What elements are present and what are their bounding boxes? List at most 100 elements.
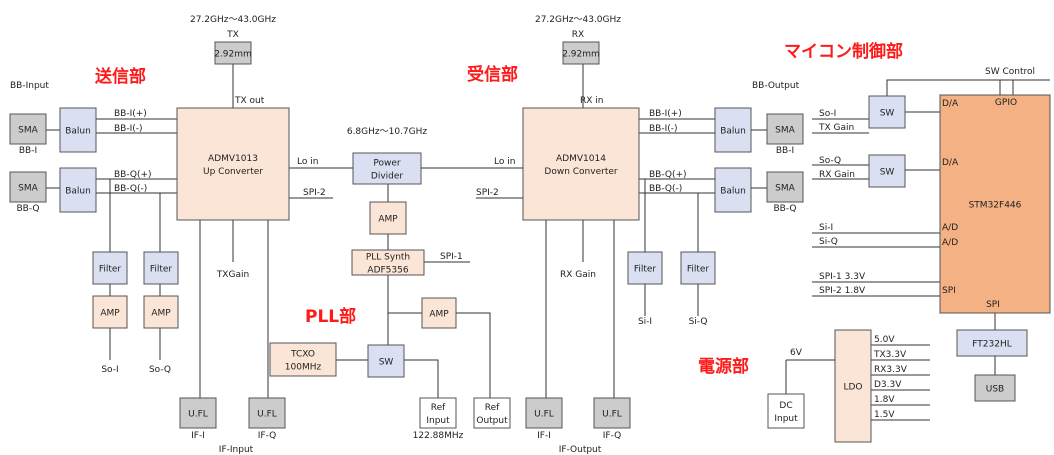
admv1013-label: Up Converter: [203, 167, 263, 177]
labels-layer: 送信部受信部マイコン制御部PLL部電源部27.2GHz〜43.0GHzTX27.…: [10, 15, 1035, 455]
if-output-label: IF-Output: [559, 445, 602, 455]
if-input-label: IF-Input: [219, 445, 254, 455]
da-label-1: D/A: [942, 99, 959, 109]
ref-output-box: [473, 397, 511, 429]
rx-freq-label: 27.2GHz〜43.0GHz: [535, 15, 621, 25]
balun-rx-i-label: Balun: [720, 127, 746, 137]
amp-ref-box: [421, 297, 457, 329]
sw-so-i: SW: [868, 95, 906, 129]
filter-tx-q: Filter: [143, 251, 179, 285]
sma-out-i-label: SMA: [775, 126, 795, 136]
filter-tx-i: Filter: [92, 251, 128, 285]
bb-i-out-label: BB-I: [776, 146, 794, 156]
admv1013-label: ADMV1013: [208, 154, 258, 164]
so-i-label: So-I: [101, 365, 118, 375]
spi-mcu-label: SPI: [942, 286, 956, 296]
lo-in-rx-label: Lo in: [494, 157, 515, 167]
rx-connector: 2.92mm: [562, 41, 600, 65]
admv1014-box: [522, 107, 640, 221]
rx-in-label: RX in: [580, 96, 603, 106]
ufl-if-q-tx-label: U.FL: [257, 410, 277, 420]
filter-tx-i-label: Filter: [99, 265, 122, 275]
sw-so-q-label: SW: [880, 168, 895, 178]
lo-freq-label: 6.8GHz〜10.7GHz: [347, 127, 428, 137]
usb: USB: [974, 374, 1016, 402]
sma-bb-i-box: [9, 113, 47, 145]
sma-out-q-box: [766, 171, 804, 203]
balun-rx-i: Balun: [714, 107, 752, 153]
balun-tx-i-label: Balun: [65, 127, 91, 137]
lo-in-tx-label: Lo in: [297, 157, 318, 167]
power-divider-box: [352, 152, 422, 185]
amp-divider-label: AMP: [378, 215, 398, 225]
v15-label: 1.5V: [874, 410, 895, 420]
amp-so-q-box: [143, 295, 179, 329]
balun-rx-q-label: Balun: [720, 187, 746, 197]
filter-tx-i-box: [92, 251, 128, 285]
rx-label: RX: [572, 30, 584, 40]
d33-label: D3.3V: [874, 380, 902, 390]
spi-bottom-label: SPI: [986, 300, 1000, 310]
ft232hl-label: FT232HL: [972, 340, 1011, 350]
spi2-tx-label: SPI-2: [303, 188, 326, 198]
bb-q-n-rx: BB-Q(-): [649, 184, 682, 194]
bb-i-p-rx: BB-I(+): [649, 109, 682, 119]
bb-q-out-label: BB-Q: [773, 204, 796, 214]
ufl-if-q-rx: U.FL: [593, 397, 631, 429]
mcu-stm32f446-label: STM32F446: [969, 201, 1022, 211]
bb-i-n-rx: BB-I(-): [649, 124, 678, 134]
section-tx-title: 送信部: [95, 66, 146, 87]
if-q-rx-label: IF-Q: [603, 431, 622, 441]
ldo-box: [834, 329, 872, 443]
spi2-rx-label: SPI-2: [476, 188, 499, 198]
ufl-if-i-tx: U.FL: [179, 397, 217, 429]
tx-gain-mcu-label: TX Gain: [818, 123, 854, 133]
if-q-tx-label: IF-Q: [258, 431, 277, 441]
sw-control-label: SW Control: [985, 67, 1035, 77]
sma-out-i-box: [766, 113, 804, 145]
rx-gain-mcu-label: RX Gain: [819, 170, 855, 180]
ref-output-label: Ref: [485, 403, 500, 413]
bb-q-in-label: BB-Q: [16, 204, 39, 214]
usb-box: [974, 374, 1016, 402]
spi1-mcu-label: SPI-1 3.3V: [819, 272, 866, 282]
if-i-tx-label: IF-I: [191, 431, 205, 441]
sma-out-i: SMA: [766, 113, 804, 145]
filter-rx-i: Filter: [627, 251, 663, 285]
bb-output-label: BB-Output: [752, 81, 800, 91]
so-q-label: So-Q: [149, 365, 171, 375]
spi2-mcu-label: SPI-2 1.8V: [819, 286, 866, 296]
filter-tx-q-label: Filter: [150, 265, 173, 275]
admv1013-box: [176, 107, 290, 221]
ref-input-label: Input: [426, 416, 450, 426]
sw-pll-box: [367, 344, 405, 378]
bb-input-label: BB-Input: [10, 81, 49, 91]
usb-label: USB: [986, 385, 1004, 395]
tx-freq-label: 27.2GHz〜43.0GHz: [190, 15, 276, 25]
bb-i-n-tx: BB-I(-): [114, 124, 143, 134]
balun-tx-q-label: Balun: [65, 187, 91, 197]
ufl-if-i-tx-box: [179, 397, 217, 429]
tx-connector-label: 2.92mm: [214, 50, 252, 60]
filter-rx-q-box: [680, 251, 716, 285]
balun-tx-q-box: [59, 167, 97, 213]
txgain-label: TXGain: [216, 270, 249, 280]
tcxo-label: TCXO: [290, 350, 315, 360]
amp-so-i-label: AMP: [100, 309, 120, 319]
ldo-label: LDO: [843, 383, 862, 393]
tx-out-label: TX out: [234, 96, 265, 106]
ufl-if-i-rx-box: [525, 397, 563, 429]
mcu-stm32f446-box: [939, 94, 1051, 314]
ad-label-2: A/D: [942, 238, 958, 248]
filter-rx-q: Filter: [680, 251, 716, 285]
ad-label-1: A/D: [942, 223, 958, 233]
dc-input-label: Input: [774, 414, 798, 424]
bb-q-p-tx: BB-Q(+): [114, 170, 152, 180]
amp-so-i-box: [92, 295, 128, 329]
ref-input-box: [419, 397, 457, 429]
ldo: LDO: [834, 329, 872, 443]
